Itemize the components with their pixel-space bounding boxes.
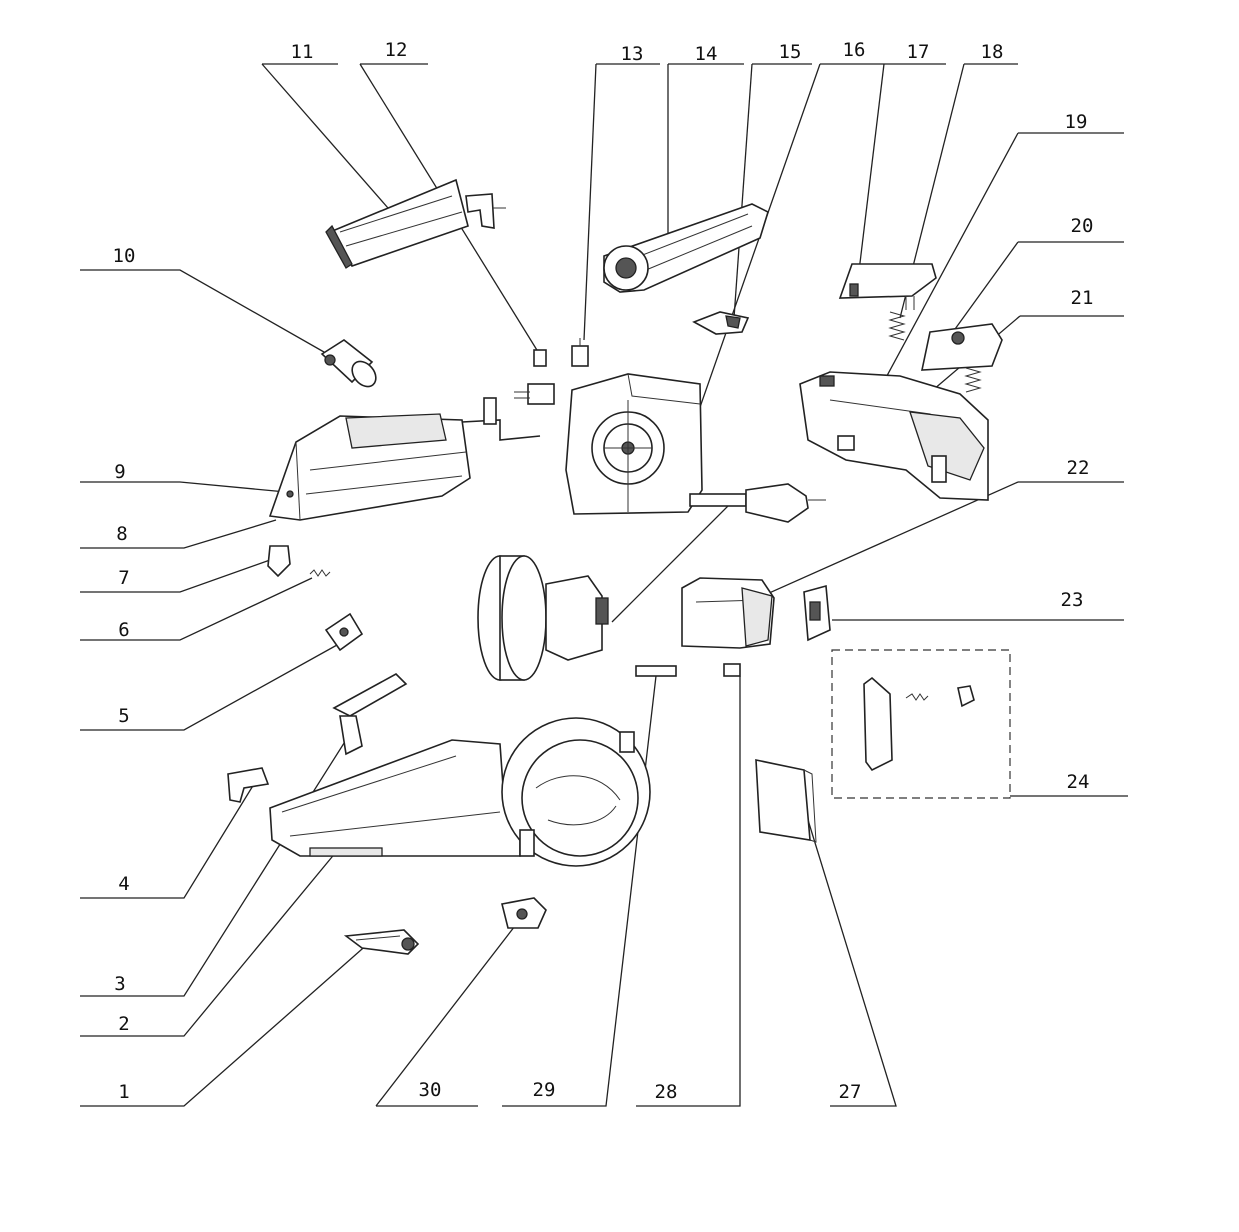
part-filter-pad — [755, 759, 817, 843]
part-motor-housing — [565, 373, 703, 515]
callout-5: 5 — [118, 705, 130, 727]
part-hose-handle — [343, 929, 420, 955]
part-top-handle — [325, 178, 506, 269]
part-lower-housing — [269, 717, 651, 867]
leader-16b — [691, 63, 821, 431]
part-nozzle-adapter — [320, 339, 377, 388]
leader-27 — [807, 819, 897, 1107]
leader-6 — [80, 577, 313, 641]
leader-15b — [733, 63, 753, 319]
callout-10: 10 — [112, 245, 136, 267]
callout-29: 29 — [532, 1079, 556, 1101]
part-trigger — [692, 311, 750, 335]
leader-4 — [80, 783, 255, 899]
callout-8: 8 — [116, 523, 128, 545]
part-spring — [309, 569, 331, 577]
callout-18: 18 — [980, 41, 1004, 63]
part-end-cap — [803, 584, 831, 642]
callout-22: 22 — [1066, 457, 1090, 479]
leader-3 — [80, 739, 347, 997]
callout-1: 1 — [118, 1081, 130, 1103]
leader-22b — [757, 481, 1019, 599]
callout-14: 14 — [694, 43, 718, 65]
callout-4: 4 — [118, 873, 130, 895]
callout-24: 24 — [1066, 771, 1090, 793]
leader-17b — [855, 63, 885, 297]
leader-11b — [261, 63, 389, 209]
leader-2 — [80, 839, 347, 1037]
leader-5 — [80, 639, 347, 731]
part-hinge-clip — [227, 767, 270, 803]
leader-8 — [80, 519, 277, 549]
part-switch — [514, 349, 555, 405]
part-spring-pair — [888, 311, 982, 393]
callout-16: 16 — [842, 39, 866, 61]
part-button-cover — [838, 263, 937, 310]
part-connector — [723, 663, 741, 677]
leader-13b — [583, 63, 597, 341]
callout-12: 12 — [384, 39, 408, 61]
leader-10 — [80, 269, 339, 361]
part-lock-plate — [324, 612, 364, 652]
callout-15: 15 — [778, 41, 802, 63]
callout-13: 13 — [620, 43, 644, 65]
part-front-cover — [268, 397, 541, 521]
part-filter-frame — [681, 577, 775, 649]
part-wheel-bracket — [501, 897, 547, 929]
part-cyclone-cover — [799, 371, 989, 501]
callout-3: 3 — [114, 973, 126, 995]
part-latch-lever — [332, 673, 408, 756]
leader-30b — [375, 921, 519, 1107]
part-switch-terminal — [571, 338, 589, 367]
callout-6: 6 — [118, 619, 130, 641]
leader-lines — [80, 63, 1128, 1107]
callout-2: 2 — [118, 1013, 130, 1035]
leader-9 — [80, 481, 287, 493]
leader-22c — [611, 493, 741, 623]
callout-19: 19 — [1064, 111, 1088, 133]
leader-7 — [80, 559, 271, 593]
leader-28 — [636, 676, 741, 1107]
part-carry-handle — [603, 203, 769, 293]
callout-23: 23 — [1060, 589, 1084, 611]
callout-17: 17 — [906, 41, 930, 63]
leader-20b — [949, 241, 1019, 337]
callout-9: 9 — [114, 461, 126, 483]
part-motor-shaft — [689, 483, 826, 523]
leader-1 — [80, 941, 371, 1107]
part-filter-kit — [831, 649, 1011, 799]
callout-7: 7 — [118, 567, 130, 589]
callout-20: 20 — [1070, 215, 1094, 237]
part-release-button — [921, 323, 1003, 371]
callout-28: 28 — [654, 1081, 678, 1103]
callout-30: 30 — [418, 1079, 442, 1101]
part-vent-strip — [635, 665, 677, 677]
callout-11: 11 — [290, 41, 314, 63]
part-motor — [477, 555, 609, 681]
part-catch — [267, 545, 291, 578]
callout-27: 27 — [838, 1081, 862, 1103]
callout-21: 21 — [1070, 287, 1094, 309]
